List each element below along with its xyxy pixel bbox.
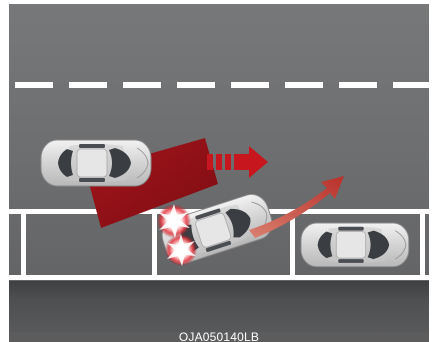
parked-car bbox=[301, 223, 409, 267]
curb-band bbox=[9, 281, 429, 332]
caption-bar: OJA050140LB bbox=[9, 332, 429, 342]
parking-collision-illustration bbox=[9, 4, 429, 332]
figure-caption: OJA050140LB bbox=[9, 332, 429, 342]
approaching-car bbox=[41, 140, 151, 186]
scene-svg bbox=[9, 4, 429, 332]
